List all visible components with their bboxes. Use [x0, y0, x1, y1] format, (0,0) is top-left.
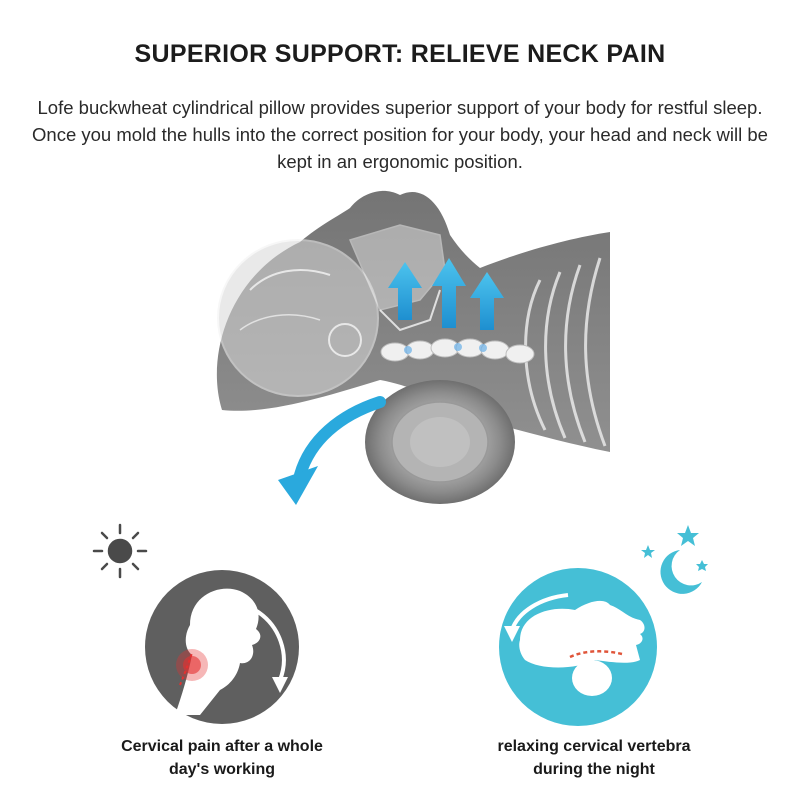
nighttime-caption-line1: relaxing cervical vertebra — [497, 738, 691, 755]
moon-stars-icon — [641, 525, 708, 594]
daytime-caption: Cervical pain after a whole day's workin… — [72, 735, 372, 781]
neck-support-illustration — [0, 180, 800, 520]
daytime-caption-line1: Cervical pain after a whole — [121, 738, 323, 755]
relax-arrow — [510, 593, 569, 631]
skull-shape — [217, 239, 379, 397]
curve-arrow-head — [278, 466, 318, 505]
curve-arrow — [294, 396, 386, 481]
reclining-head-silhouette — [519, 600, 645, 668]
intro-paragraph: Lofe buckwheat cylindrical pillow provid… — [32, 97, 768, 172]
relax-pillow — [572, 660, 612, 696]
bowed-head-silhouette — [175, 588, 261, 715]
support-arrows — [388, 258, 504, 330]
daytime-pain-panel — [80, 515, 320, 730]
bend-arrow — [253, 608, 286, 681]
headline: SUPERIOR SUPPORT: RELIEVE NECK PAIN — [134, 40, 666, 68]
daytime-caption-line2: day's working — [168, 761, 276, 778]
sun-icon — [92, 523, 148, 579]
nighttime-caption-line2: during the night — [533, 761, 655, 778]
nighttime-relax-panel — [480, 520, 720, 730]
nighttime-caption: relaxing cervical vertebra during the ni… — [444, 735, 744, 781]
cylindrical-pillow — [365, 380, 515, 504]
